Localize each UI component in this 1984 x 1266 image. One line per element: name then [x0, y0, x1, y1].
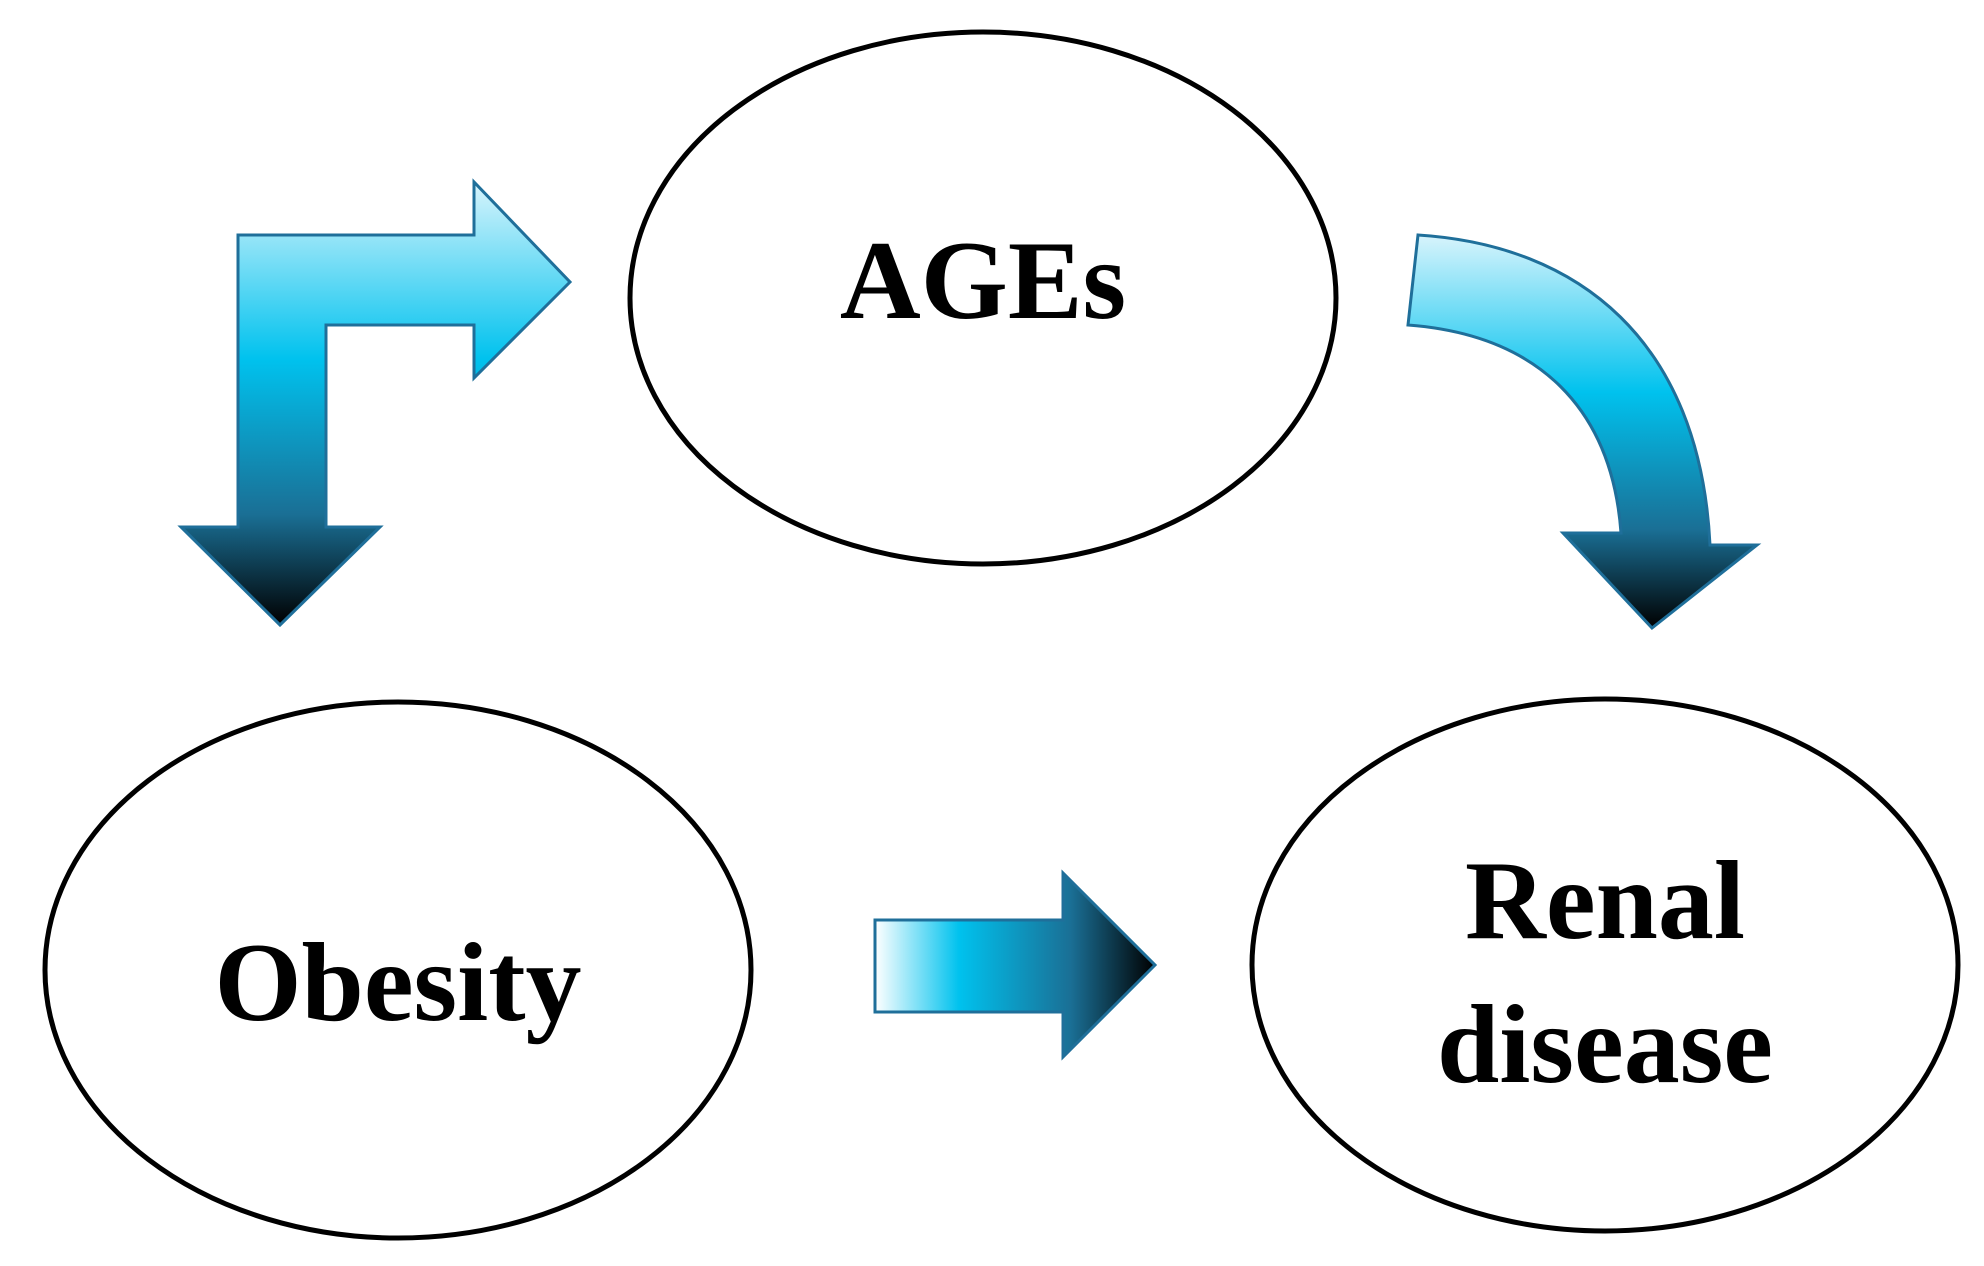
node-obesity-label: Obesity [214, 921, 581, 1045]
elbow-arrow-ages-obesity [177, 178, 573, 628]
node-obesity: Obesity [42, 699, 754, 1241]
node-renal-label-line1: Renal [1465, 839, 1745, 963]
node-renal-disease: Renal disease [1249, 696, 1961, 1234]
node-ages: AGEs [627, 29, 1339, 567]
node-renal-label-line2: disease [1437, 983, 1773, 1107]
straight-arrow-obesity-renal [873, 869, 1158, 1061]
node-renal-ellipse [1249, 696, 1961, 1234]
curved-arrow-ages-renal [1406, 233, 1762, 631]
node-obesity-ellipse [42, 699, 754, 1241]
node-ages-label: AGEs [840, 219, 1126, 343]
node-ages-ellipse [627, 29, 1339, 567]
